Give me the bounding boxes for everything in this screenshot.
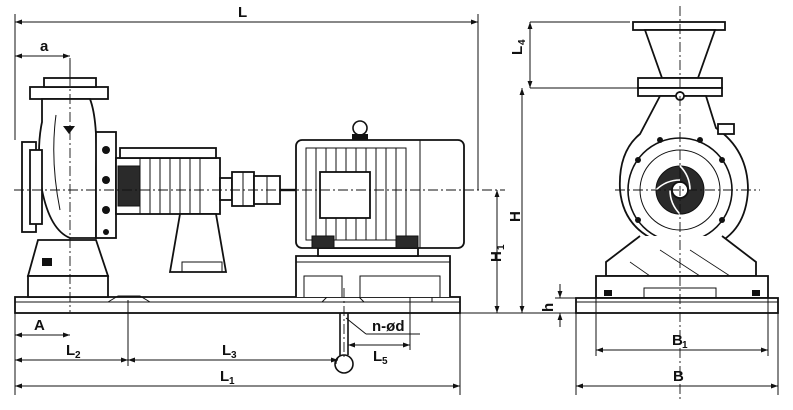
side-view bbox=[14, 58, 505, 374]
label-L3-sub: 3 bbox=[231, 350, 237, 361]
bearing-housing bbox=[115, 147, 228, 273]
coupling bbox=[219, 171, 296, 207]
dimension-L4: L 4 bbox=[509, 21, 638, 89]
dimension-L3: L 3 bbox=[128, 342, 338, 363]
label-L4-sub: 4 bbox=[517, 39, 528, 45]
label-L4: L bbox=[509, 46, 526, 55]
label-H1: H bbox=[488, 251, 505, 262]
dimension-H: H bbox=[505, 88, 576, 314]
label-L2-sub: 2 bbox=[75, 350, 81, 361]
label-H1-sub: 1 bbox=[496, 244, 507, 250]
base-plate bbox=[14, 290, 461, 314]
label-B1: B bbox=[672, 332, 683, 349]
label-B1-sub: 1 bbox=[682, 340, 688, 351]
label-h: h bbox=[540, 303, 557, 312]
dimension-h: h bbox=[540, 284, 596, 327]
label-hole: n-ød bbox=[372, 318, 404, 335]
dimension-A: A bbox=[14, 313, 70, 395]
dimension-B: B bbox=[575, 313, 779, 395]
pump-casing bbox=[21, 60, 117, 298]
dimension-L: L bbox=[14, 4, 479, 190]
dimension-B1: B 1 bbox=[595, 298, 769, 356]
label-H: H bbox=[507, 211, 524, 222]
label-L1: L bbox=[220, 368, 229, 385]
dimension-a: a bbox=[15, 38, 70, 59]
dimension-H1: H 1 bbox=[460, 190, 507, 314]
label-L3: L bbox=[222, 342, 231, 359]
motor bbox=[295, 120, 465, 249]
label-L5-sub: 5 bbox=[382, 356, 388, 367]
discharge-nozzle bbox=[632, 21, 726, 97]
label-L: L bbox=[238, 4, 247, 21]
label-L1-sub: 1 bbox=[229, 376, 235, 387]
volute-front bbox=[618, 91, 749, 252]
impeller-blades bbox=[655, 165, 691, 215]
dimension-L1: L 1 bbox=[15, 313, 461, 395]
front-base bbox=[575, 235, 779, 314]
hole-callout: n-ød bbox=[345, 317, 420, 335]
dimension-L2: L 2 bbox=[15, 300, 129, 366]
label-B: B bbox=[673, 368, 684, 385]
label-a: a bbox=[40, 38, 49, 55]
label-A: A bbox=[34, 317, 45, 334]
front-view bbox=[575, 6, 779, 400]
motor-pedestal bbox=[295, 247, 451, 297]
label-L2: L bbox=[66, 342, 75, 359]
dimension-L5: L 5 bbox=[348, 300, 411, 367]
label-L5: L bbox=[373, 348, 382, 365]
